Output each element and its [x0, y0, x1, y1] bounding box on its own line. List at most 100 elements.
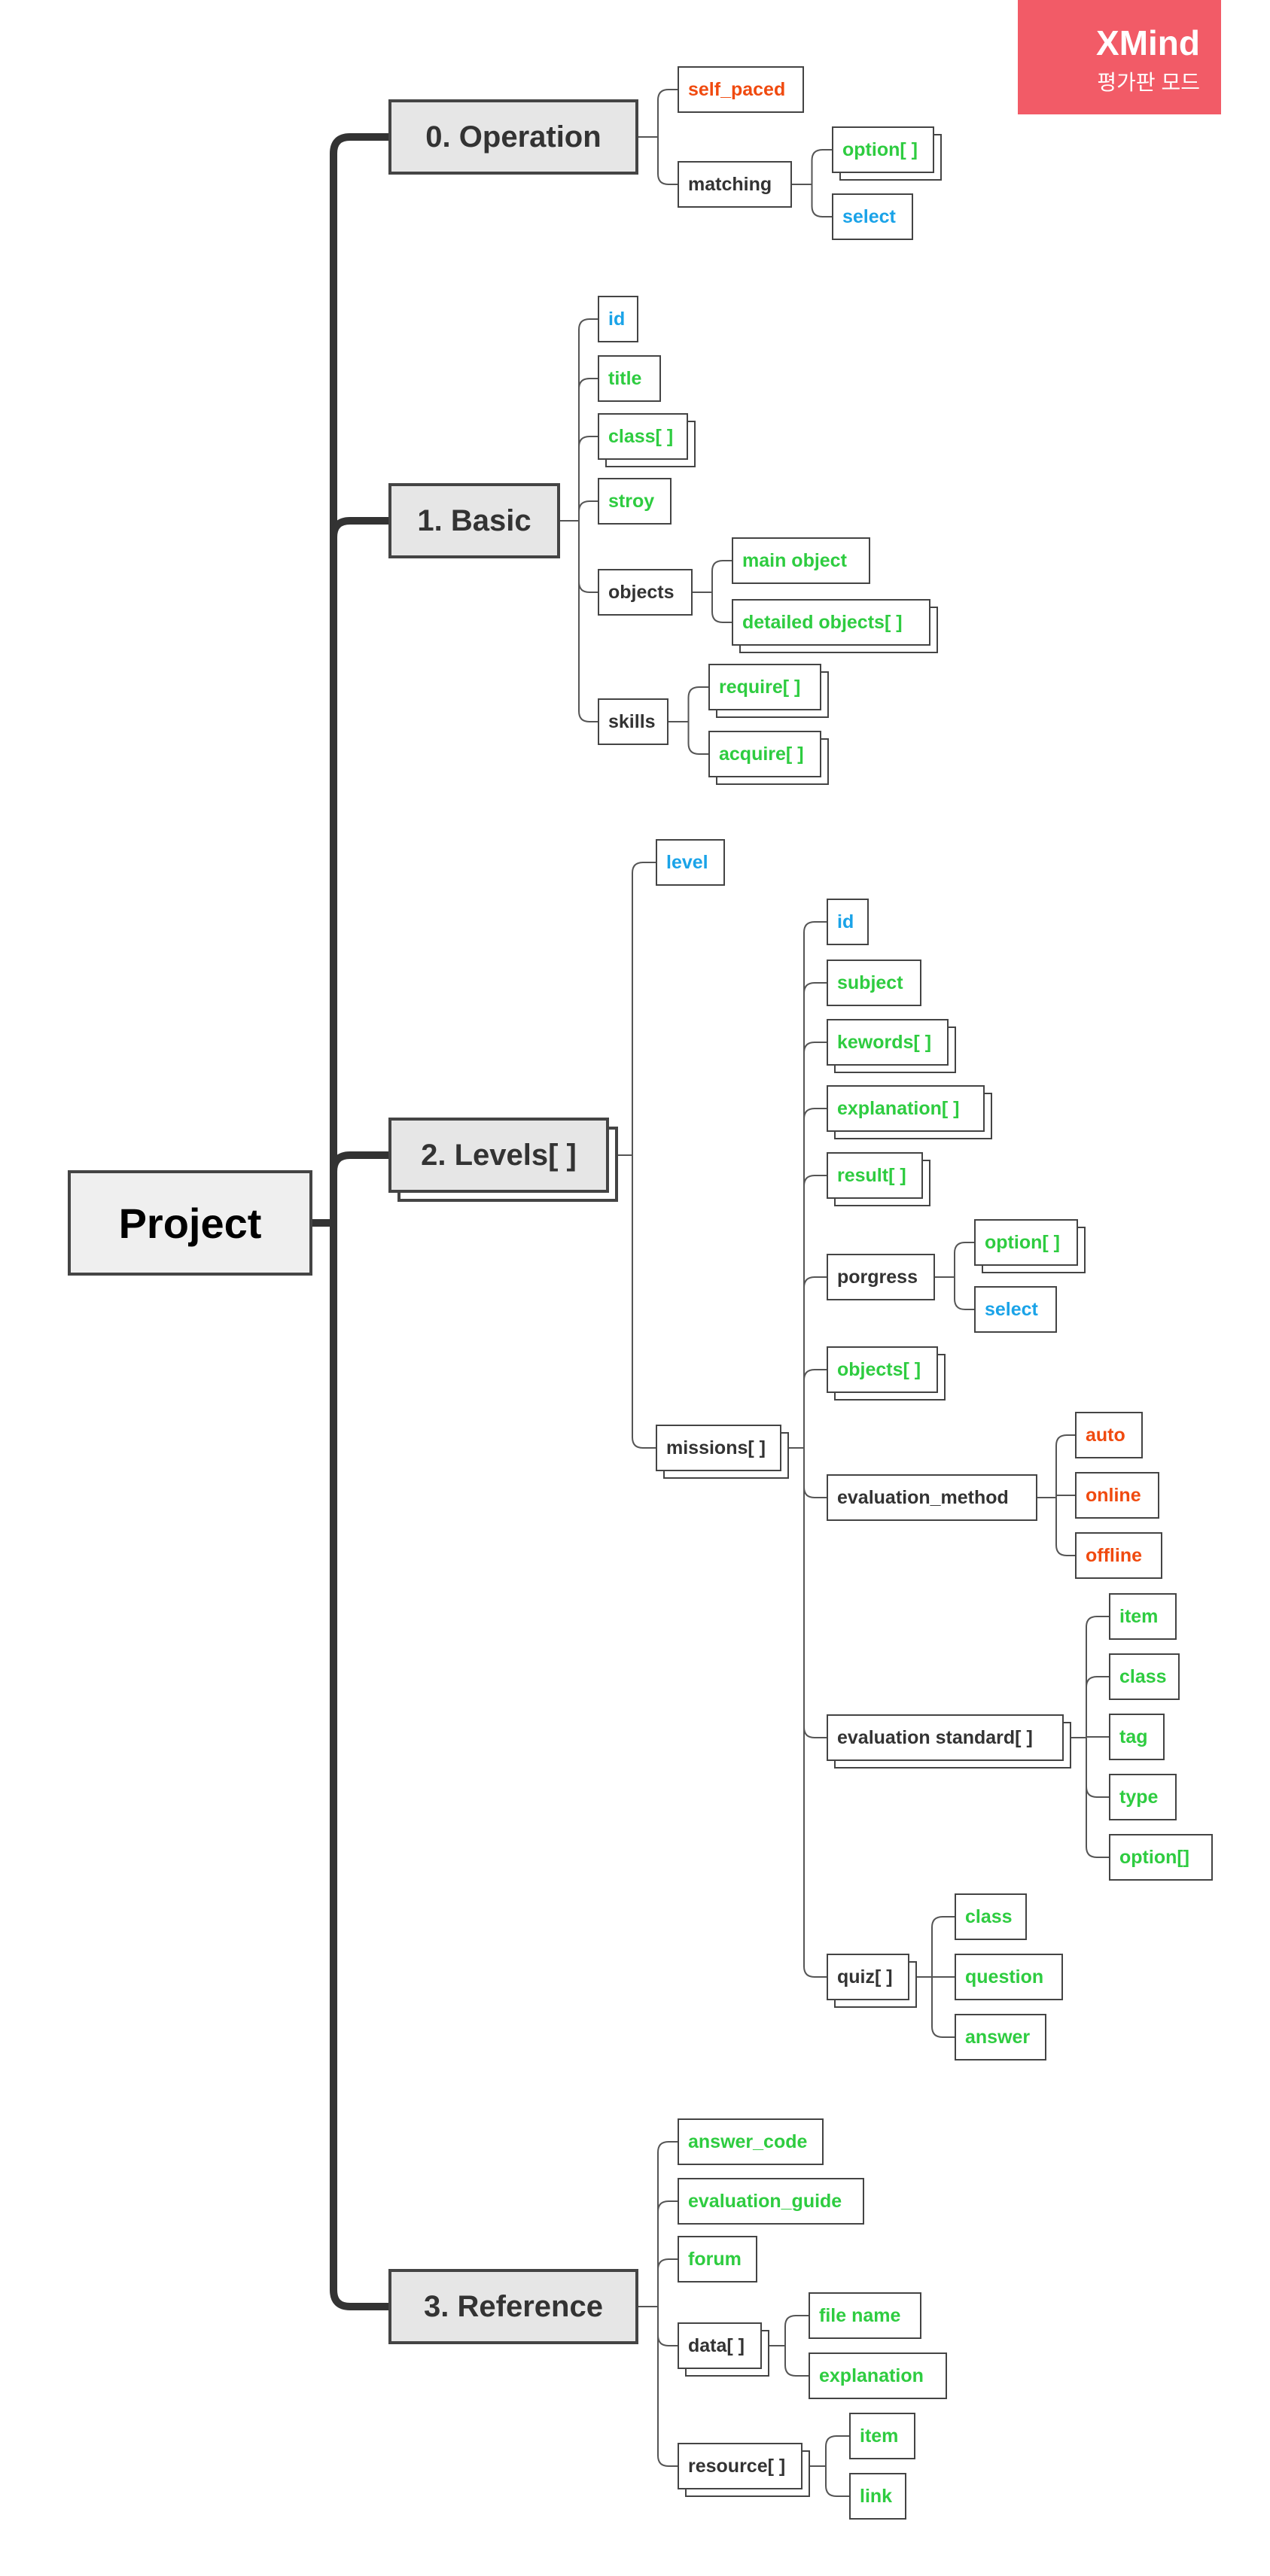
- node-0-operation[interactable]: 0. Operation: [388, 99, 638, 175]
- node-select[interactable]: select: [832, 193, 913, 240]
- node-item[interactable]: item: [1109, 1593, 1177, 1640]
- node-file-name[interactable]: file name: [809, 2292, 921, 2339]
- connector-branch: [784, 2315, 809, 2346]
- node-main-object[interactable]: main object: [732, 537, 870, 584]
- connector-branch: [803, 1042, 827, 1448]
- node-option[interactable]: option[ ]: [832, 126, 934, 173]
- connector-branch: [1086, 1738, 1109, 1858]
- node-subject[interactable]: subject: [827, 960, 921, 1006]
- node-self-paced[interactable]: self_paced: [678, 66, 804, 113]
- connector-branch: [711, 560, 732, 592]
- connector-branch: [578, 318, 598, 521]
- connector-branch: [803, 1448, 827, 1738]
- node-1-basic[interactable]: 1. Basic: [388, 483, 560, 558]
- connector-branch: [1086, 1736, 1109, 1738]
- node-id[interactable]: id: [827, 899, 869, 945]
- connector-branch: [1086, 1738, 1109, 1798]
- node-option[interactable]: option[ ]: [974, 1219, 1078, 1266]
- node-offline[interactable]: offline: [1075, 1532, 1162, 1579]
- connector-branch: [330, 133, 388, 1223]
- node-acquire[interactable]: acquire[ ]: [708, 731, 821, 777]
- node-skills[interactable]: skills: [598, 698, 669, 745]
- node-evaluation-standard[interactable]: evaluation standard[ ]: [827, 1714, 1064, 1761]
- node-title[interactable]: title: [598, 355, 661, 402]
- connector-branch: [330, 1223, 388, 2310]
- node-level[interactable]: level: [656, 839, 725, 886]
- node-require[interactable]: require[ ]: [708, 664, 821, 710]
- node-2-levels[interactable]: 2. Levels[ ]: [388, 1118, 609, 1193]
- connector-branch: [1086, 1676, 1109, 1738]
- node-missions[interactable]: missions[ ]: [656, 1425, 781, 1471]
- connector-branch: [657, 137, 678, 185]
- node-kewords[interactable]: kewords[ ]: [827, 1019, 949, 1066]
- connector-branch: [578, 521, 598, 593]
- node-tag[interactable]: tag: [1109, 1714, 1165, 1760]
- node-porgress[interactable]: porgress: [827, 1254, 935, 1300]
- connector-branch: [803, 1369, 827, 1448]
- node-result[interactable]: result[ ]: [827, 1152, 923, 1199]
- connector-branch: [1055, 1434, 1075, 1498]
- node-objects[interactable]: objects: [598, 569, 693, 616]
- node-project[interactable]: Project: [68, 1170, 312, 1276]
- node-objects[interactable]: objects[ ]: [827, 1346, 938, 1393]
- node-resource[interactable]: resource[ ]: [678, 2443, 803, 2489]
- node-detailed-objects[interactable]: detailed objects[ ]: [732, 599, 930, 646]
- node-item[interactable]: item: [849, 2413, 915, 2459]
- node-class[interactable]: class: [955, 1893, 1027, 1940]
- node-matching[interactable]: matching: [678, 161, 792, 208]
- node-quiz[interactable]: quiz[ ]: [827, 1954, 909, 2000]
- connector-branch: [811, 184, 832, 217]
- connector-branch: [687, 722, 708, 755]
- connector-branch: [803, 1448, 827, 1498]
- connector-branch: [931, 1916, 955, 1977]
- node-link[interactable]: link: [849, 2473, 906, 2520]
- node-explanation[interactable]: explanation[ ]: [827, 1085, 985, 1132]
- connector-branch: [711, 592, 732, 623]
- node-id[interactable]: id: [598, 296, 638, 342]
- node-question[interactable]: question: [955, 1954, 1063, 2000]
- connector-branch: [803, 921, 827, 1448]
- connector-branch: [687, 686, 708, 722]
- connector-branch: [811, 149, 832, 184]
- connector-branch: [931, 1977, 955, 2038]
- node-class[interactable]: class: [1109, 1653, 1180, 1700]
- connector-branch: [657, 2141, 678, 2307]
- connector-branch: [578, 521, 598, 722]
- connector-branch: [803, 1108, 827, 1448]
- connector-branch: [657, 2307, 678, 2346]
- connector-branch: [657, 2258, 678, 2307]
- connector-branch: [657, 2307, 678, 2467]
- connector-branch: [578, 436, 598, 521]
- node-stroy[interactable]: stroy: [598, 478, 672, 525]
- connector-branch: [578, 500, 598, 521]
- connector-branch: [803, 1175, 827, 1448]
- node-class[interactable]: class[ ]: [598, 413, 688, 460]
- connector-branch: [954, 1277, 974, 1310]
- connector-branch: [1055, 1495, 1075, 1498]
- node-option[interactable]: option[]: [1109, 1834, 1213, 1881]
- node-forum[interactable]: forum: [678, 2236, 757, 2283]
- node-data[interactable]: data[ ]: [678, 2322, 762, 2369]
- node-auto[interactable]: auto: [1075, 1412, 1143, 1458]
- node-answer-code[interactable]: answer_code: [678, 2118, 824, 2165]
- node-evaluation-method[interactable]: evaluation_method: [827, 1474, 1037, 1521]
- node-explanation[interactable]: explanation: [809, 2352, 947, 2399]
- node-evaluation-guide[interactable]: evaluation_guide: [678, 2178, 864, 2225]
- connector-branch: [1086, 1616, 1109, 1738]
- node-online[interactable]: online: [1075, 1472, 1159, 1519]
- watermark-mode: 평가판 모드: [1097, 71, 1200, 94]
- node-answer[interactable]: answer: [955, 2014, 1046, 2060]
- connector-branch: [1055, 1498, 1075, 1556]
- node-3-reference[interactable]: 3. Reference: [388, 2269, 638, 2344]
- connector-branch: [825, 2435, 849, 2466]
- connector-branch: [803, 982, 827, 1448]
- connector-branch: [657, 2200, 678, 2307]
- connector-branch: [632, 1155, 656, 1449]
- node-select[interactable]: select: [974, 1286, 1057, 1333]
- connector-branch: [954, 1242, 974, 1277]
- node-type[interactable]: type: [1109, 1774, 1177, 1820]
- watermark-brand: XMind: [1096, 23, 1200, 62]
- connector-branch: [803, 1276, 827, 1448]
